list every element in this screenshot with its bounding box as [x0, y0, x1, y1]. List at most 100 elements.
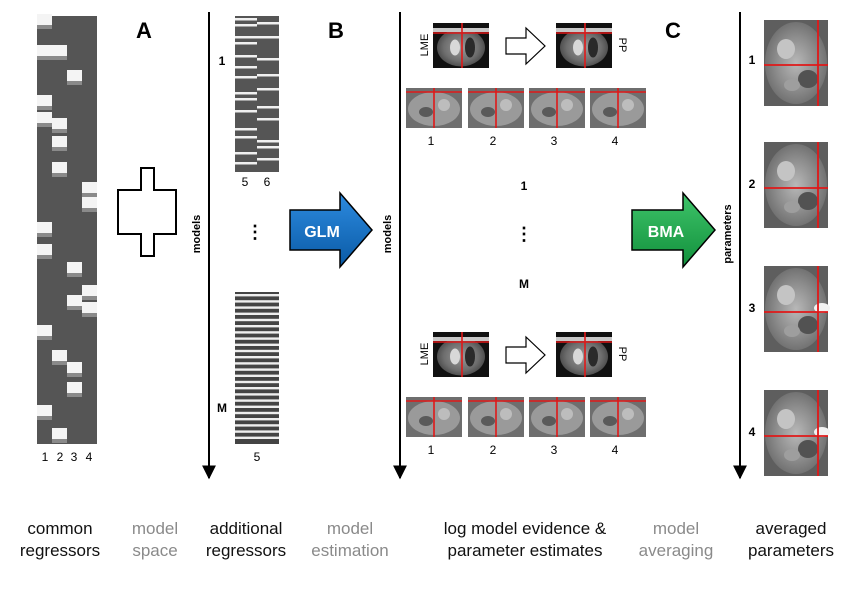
regressor-decay: [37, 255, 52, 259]
texture-blob: [798, 70, 818, 88]
regressor-onset: [235, 110, 257, 113]
caption-line: log model evidence &: [443, 519, 607, 538]
regressor-onset: [235, 343, 279, 346]
regressor-onset: [235, 337, 279, 340]
regressor-onset: [52, 45, 67, 56]
regressor-onset: [257, 36, 279, 39]
additional-top-label-6: 6: [264, 175, 271, 189]
regressor-onset: [37, 405, 52, 416]
regressor-onset: [257, 146, 279, 149]
brain-slice: [560, 28, 608, 67]
regressor-onset: [235, 399, 279, 402]
regressor-onset: [235, 42, 257, 45]
regressor-onset: [52, 118, 67, 129]
transform-arrow-top: [505, 26, 546, 66]
regressor-onset: [235, 411, 279, 415]
caption-line: parameters: [748, 541, 834, 560]
param-index-bottom-1: 1: [428, 443, 435, 457]
additional-top-label-5: 5: [242, 175, 249, 189]
ventricle-highlight: [450, 39, 460, 56]
regressor-decay: [52, 56, 67, 60]
map-stripe: [556, 337, 612, 341]
diagram-canvas: A B C 1 2 3 4 models 1 ⋮ M 5 6 5 GLM mod…: [37, 12, 830, 480]
ventricle-highlight: [573, 348, 583, 365]
regressor-onset: [67, 262, 82, 273]
texture-blob: [784, 325, 800, 337]
common-col-label-3: 3: [71, 450, 78, 464]
regressor-decay: [67, 81, 82, 85]
regressor-onset: [235, 152, 257, 155]
regressor-onset: [257, 22, 279, 25]
plus-icon: [117, 167, 177, 257]
caption-line: parameter estimates: [447, 541, 603, 560]
regressor-onset: [235, 380, 279, 384]
caption-line: model: [326, 519, 374, 538]
texture-blob: [798, 192, 818, 210]
texture-blob: [777, 39, 795, 59]
averaged-index-3: 3: [749, 301, 756, 315]
glm-arrow: GLM: [289, 190, 373, 270]
averaged-index-1: 1: [749, 53, 756, 67]
additional-bottom-label-5: 5: [254, 450, 261, 464]
regressor-onset: [235, 24, 257, 27]
common-col-label-2: 2: [57, 450, 64, 464]
map-stripe: [433, 337, 489, 341]
caption-additional-regressors: additional regressors: [194, 518, 298, 562]
regressor-onset: [235, 393, 279, 396]
texture-blob: [500, 99, 512, 111]
caption-line: estimation: [311, 541, 389, 560]
regressor-decay: [82, 296, 97, 300]
lme-brain-map-top: [433, 23, 489, 68]
caption-line: common: [27, 519, 93, 538]
ventricle-dark: [465, 346, 475, 367]
parameter-maps-top: [406, 88, 646, 128]
param-index-top-2: 2: [490, 134, 497, 148]
texture-blob: [419, 416, 433, 426]
caption-log-model-evidence: log model evidence & parameter estimates: [420, 518, 630, 562]
glm-arrow-label: GLM: [304, 224, 340, 241]
regressor-onset: [235, 374, 279, 377]
regressor-onset: [235, 98, 257, 101]
regressor-onset: [235, 430, 279, 433]
regressor-onset: [257, 74, 279, 77]
regressor-onset: [235, 418, 279, 421]
param-index-top-3: 3: [551, 134, 558, 148]
regressor-decay: [82, 193, 97, 197]
common-regressors-matrix: [37, 14, 97, 444]
regressor-decay: [67, 393, 82, 397]
lme-label-top: LME: [419, 34, 431, 57]
panel-letter-a: A: [136, 18, 152, 43]
model-ellipsis: ⋮: [246, 222, 264, 242]
param-index-bottom-4: 4: [612, 443, 619, 457]
caption-line: regressors: [19, 541, 101, 560]
param-index-bottom-3: 3: [551, 443, 558, 457]
regressor-onset: [37, 45, 52, 56]
lme-brain-map-bottom: [433, 332, 489, 377]
caption-common-regressors: common regressors: [8, 518, 112, 562]
ventricle-highlight: [573, 39, 583, 56]
caption-averaged-parameters: averaged parameters: [738, 518, 844, 562]
param-index-top-4: 4: [612, 134, 619, 148]
ventricle-dark: [588, 37, 598, 58]
regressor-onset: [37, 244, 52, 255]
panel-letter-c: C: [665, 18, 681, 43]
caption-line: averaging: [638, 541, 714, 560]
model-block-first: LME PP 1 2 3 4: [406, 23, 646, 148]
brain-slice: [437, 337, 485, 376]
regressor-decay: [37, 25, 52, 29]
regressor-onset: [235, 368, 279, 371]
regressor-onset: [37, 14, 52, 25]
regressor-onset: [235, 387, 279, 390]
ventricle-highlight: [450, 348, 460, 365]
texture-blob: [777, 161, 795, 181]
lme-label-bottom: LME: [419, 343, 431, 366]
regressor-onset: [257, 106, 279, 109]
regressor-onset: [235, 318, 279, 322]
regressor-onset: [235, 294, 279, 297]
regressor-onset: [235, 128, 257, 131]
common-col-label-1: 1: [42, 450, 49, 464]
regressor-onset: [82, 197, 97, 208]
regressor-onset: [37, 112, 52, 123]
additional-regressors-top: [235, 16, 279, 172]
regressor-onset: [67, 382, 82, 393]
